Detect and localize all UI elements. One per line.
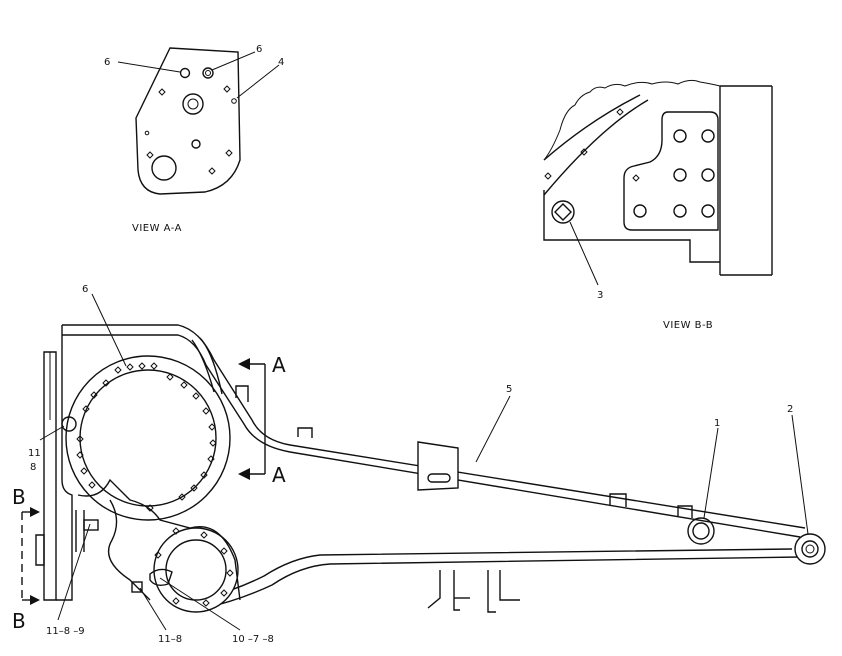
view-bb-detail [543,79,773,276]
callout-main-2: 2 [787,404,793,415]
section-b-marker [21,507,40,605]
callout-main-1: 1 [714,418,720,429]
view-bb-label: VIEW B-B [663,320,713,331]
callout-main-11-top: 11 [28,448,41,459]
section-a-bottom-label: A [272,463,286,487]
callout-main-11-8-9: 11–8 –9 [46,626,85,637]
callout-bb-3: 3 [597,290,603,301]
section-a-top-label: A [272,353,286,377]
callout-main-10-7-8: 10 –7 –8 [232,634,274,645]
callout-main-6: 6 [82,284,88,295]
callout-main-8-top: 8 [30,462,36,473]
view-aa-label: VIEW A-A [132,223,182,234]
bolt-holes-main-ring [76,362,234,607]
view-aa-plate [135,47,241,195]
frame-assembly [35,324,826,613]
callout-aa-4: 4 [278,57,284,68]
section-b-top-label: B [12,485,26,509]
callout-aa-6-right: 6 [256,44,262,55]
callout-aa-6-left: 6 [104,57,110,68]
section-a-marker [238,358,266,480]
section-b-bottom-label: B [12,609,26,633]
callout-main-5: 5 [506,384,512,395]
callout-main-11-8: 11–8 [158,634,182,645]
